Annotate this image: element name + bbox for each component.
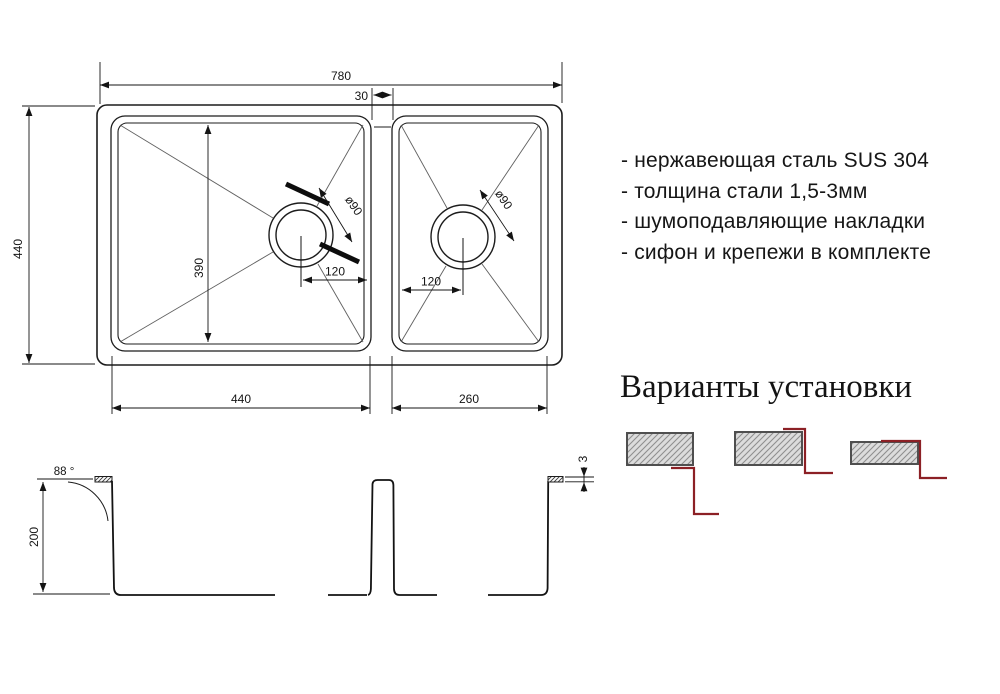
spec-item: - толщина стали 1,5-3мм bbox=[621, 179, 868, 203]
dim-rim-thickness bbox=[565, 467, 594, 492]
variant-flushmount bbox=[734, 427, 833, 475]
countertop-section bbox=[734, 431, 803, 466]
dim-total-width bbox=[99, 62, 563, 104]
bowl1-rim-inner bbox=[117, 122, 365, 345]
sink-profile bbox=[783, 427, 833, 475]
variant-undermount bbox=[626, 432, 719, 516]
left-rim-flange bbox=[94, 476, 113, 483]
dim-bowl-depth-label: 200 bbox=[27, 527, 41, 547]
dim-total-depth bbox=[22, 105, 95, 365]
dim-rim-thickness-label: 3 bbox=[576, 455, 590, 462]
dim-bowl2-drain-diameter bbox=[479, 189, 515, 242]
spec-item: - нержавеющая сталь SUS 304 bbox=[621, 149, 930, 172]
sink-profile bbox=[671, 466, 719, 516]
installation-title: Варианты установки bbox=[620, 369, 913, 405]
bowl2-rim-inner bbox=[398, 122, 542, 345]
dim-bowl2-width-label: 260 bbox=[459, 392, 479, 406]
dim-bowl1-width bbox=[111, 356, 371, 414]
dim-wall-angle-label: 88 ° bbox=[54, 466, 75, 478]
dim-bowl1-drain-diameter-label: ø90 bbox=[342, 193, 366, 218]
dim-bowl1-drain-offset-label: 120 bbox=[325, 265, 345, 279]
bowl2-slope-lines bbox=[400, 124, 540, 343]
spec-list: - нержавеющая сталь SUS 304 - толщина ст… bbox=[621, 146, 981, 268]
spec-item: - сифон и крепежи в комплекте bbox=[621, 240, 932, 264]
dim-bowl-gap-label: 30 bbox=[355, 89, 369, 103]
variant-topmount bbox=[850, 439, 947, 480]
dim-bowl2-width bbox=[391, 356, 548, 414]
dim-total-width-label: 780 bbox=[331, 69, 351, 83]
countertop-section bbox=[626, 432, 694, 466]
right-rim-flange bbox=[547, 476, 564, 483]
bowl2-rim-outer bbox=[391, 115, 549, 352]
wall-angle-arc bbox=[67, 481, 109, 522]
countertop-section bbox=[850, 441, 919, 465]
dim-bowl1-length-label: 390 bbox=[192, 258, 206, 278]
dim-bowl2-drain-diameter-label: ø90 bbox=[492, 187, 516, 212]
dim-total-depth-label: 440 bbox=[11, 239, 25, 259]
installation-variants bbox=[626, 427, 947, 516]
bowl1-rim-outer bbox=[110, 115, 372, 352]
sink-profile bbox=[881, 439, 947, 480]
dim-bowl2-drain-offset-label: 120 bbox=[421, 275, 441, 289]
dim-bowl-gap bbox=[371, 88, 394, 120]
dim-bowl1-drain-diameter bbox=[318, 187, 353, 243]
dim-bowl1-width-label: 440 bbox=[231, 392, 251, 406]
spec-item: - шумоподавляющие накладки bbox=[621, 210, 926, 233]
section-profile bbox=[111, 479, 550, 596]
section-view: 88 ° 200 3 bbox=[27, 455, 594, 596]
sink-outer-edge bbox=[96, 104, 563, 366]
top-view: 780 30 440 390 120 120 ø90 ø90 bbox=[11, 62, 563, 414]
